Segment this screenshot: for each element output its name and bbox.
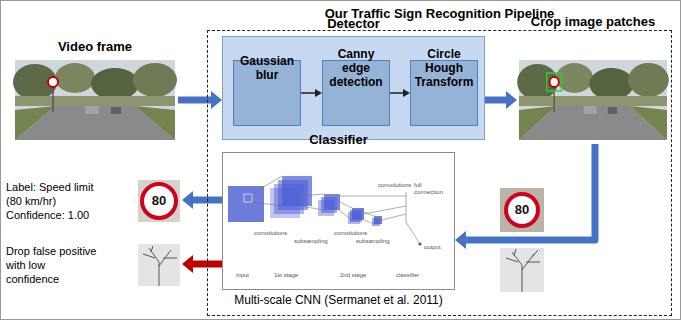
group-title: Classifier — [223, 132, 454, 148]
crop-photo — [517, 60, 669, 140]
arrow-head — [315, 89, 322, 97]
figure-label: 2nd stage — [340, 272, 366, 279]
figure-label: input — [236, 272, 249, 279]
output-text: Drop false positive with low confidence — [6, 244, 98, 286]
flow-arrow — [455, 144, 595, 249]
process-label: Canny edge detection — [326, 47, 386, 89]
arrow-head — [455, 231, 466, 249]
box-fill — [222, 36, 485, 140]
figure-label: full connection — [414, 182, 448, 196]
flow-arrow — [390, 89, 410, 97]
sign-number: 80 — [147, 194, 171, 208]
classifier-box: Classifier — [222, 152, 455, 290]
group-title: Detector — [223, 16, 484, 32]
detector-box: DetectorGaussian blurCanny edge detectio… — [222, 36, 485, 140]
video-frame-photo — [13, 60, 177, 140]
process-label: Circle Hough Transform — [414, 47, 474, 89]
arrow-head — [182, 191, 193, 209]
figure-label: output — [424, 244, 441, 251]
flow-arrow — [182, 191, 222, 209]
arrow-head — [211, 91, 222, 109]
figure-label: subsampling — [294, 238, 328, 245]
flow-arrow — [178, 91, 222, 109]
flow-arrow — [301, 89, 322, 97]
process-box: Circle Hough Transform — [410, 60, 478, 126]
figure-label: convolutions — [254, 230, 287, 237]
arrow-head — [506, 91, 517, 109]
output-text: Label: Speed limit (80 km/hr) Confidence… — [6, 180, 98, 222]
output-item: Drop false positive with low confidence — [6, 240, 182, 290]
figure-label: 1st stage — [274, 272, 298, 279]
figure-label: subsampling — [356, 238, 390, 245]
figure-label: convolutions — [334, 230, 367, 237]
process-box: Gaussian blur — [233, 60, 301, 126]
sign-patch — [500, 188, 544, 232]
process-label: Gaussian blur — [237, 54, 297, 82]
arrow-head — [403, 89, 410, 97]
output-sign — [138, 180, 180, 222]
arrow-line — [390, 92, 404, 94]
figure-label: classifier — [396, 272, 419, 279]
flow-arrow — [182, 255, 222, 273]
output-tree — [138, 244, 180, 286]
sign-number: 80 — [510, 203, 534, 217]
arrow-head — [182, 255, 193, 273]
arrow-line — [464, 144, 595, 240]
image-panel: Video frame — [12, 38, 178, 144]
panel-heading: Video frame — [12, 38, 178, 55]
arrow-line — [301, 92, 316, 94]
figure-caption: Multi-scale CNN (Sermanet et al. 2011) — [222, 293, 455, 307]
arrow-line — [485, 97, 508, 104]
flow-arrow — [485, 91, 517, 109]
tree-patch — [500, 248, 544, 292]
figure-label: convolutions — [378, 182, 411, 189]
panel-heading: Crop image patches — [517, 13, 669, 30]
process-box: Canny edge detection — [322, 60, 390, 126]
box-fill — [222, 152, 455, 290]
image-panel: Crop image patches — [517, 38, 669, 144]
cnn-figure — [228, 176, 422, 246]
